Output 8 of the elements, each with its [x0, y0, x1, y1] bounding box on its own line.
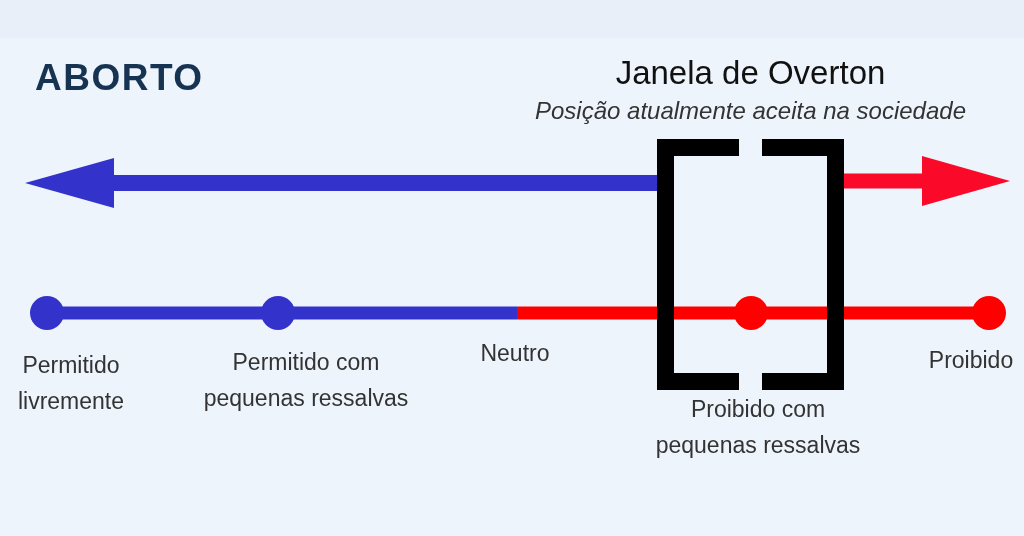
scale-label: Proibido com pequenas ressalvas	[654, 395, 862, 460]
scale-label: Proibido	[927, 346, 1015, 375]
title: ABORTO	[35, 59, 204, 96]
scale-label: Permitido com pequenas ressalvas	[202, 348, 410, 413]
scale-label: Neutro	[479, 339, 551, 368]
subtitle: Posição atualmente aceita na sociedade	[535, 99, 966, 123]
scale-label: Permitido livremente	[16, 351, 126, 416]
heading: Janela de Overton	[615, 56, 886, 89]
